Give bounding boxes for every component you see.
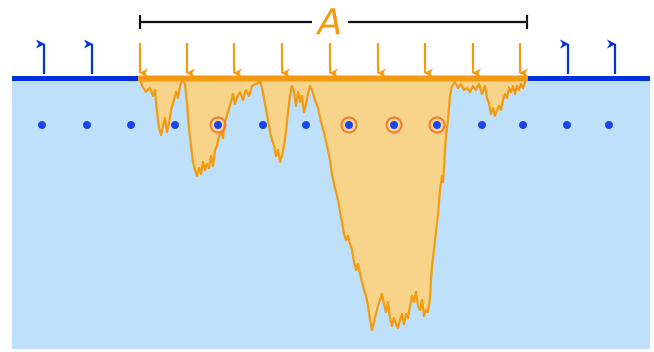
downward-arrows bbox=[138, 43, 529, 78]
dot-10 bbox=[433, 121, 441, 129]
dot-ring-8 bbox=[340, 116, 358, 134]
dot-ring-5 bbox=[209, 116, 227, 134]
upward-arrows bbox=[35, 39, 617, 74]
dot-7 bbox=[302, 121, 310, 129]
dot-13 bbox=[563, 121, 571, 129]
dot-14 bbox=[605, 121, 613, 129]
dot-ring-10 bbox=[428, 116, 446, 134]
dot-9 bbox=[390, 121, 398, 129]
intrusion-region bbox=[138, 76, 528, 332]
dot-8 bbox=[345, 121, 353, 129]
area-label: A bbox=[316, 2, 343, 43]
sample-dots bbox=[38, 116, 613, 134]
dot-12 bbox=[519, 121, 527, 129]
dot-11 bbox=[478, 121, 486, 129]
width-bracket bbox=[138, 15, 529, 29]
dot-3 bbox=[127, 121, 135, 129]
dot-5 bbox=[214, 121, 222, 129]
dot-2 bbox=[83, 121, 91, 129]
dot-1 bbox=[38, 121, 46, 129]
dot-ring-9 bbox=[385, 116, 403, 134]
dot-4 bbox=[171, 121, 179, 129]
dot-6 bbox=[259, 121, 267, 129]
